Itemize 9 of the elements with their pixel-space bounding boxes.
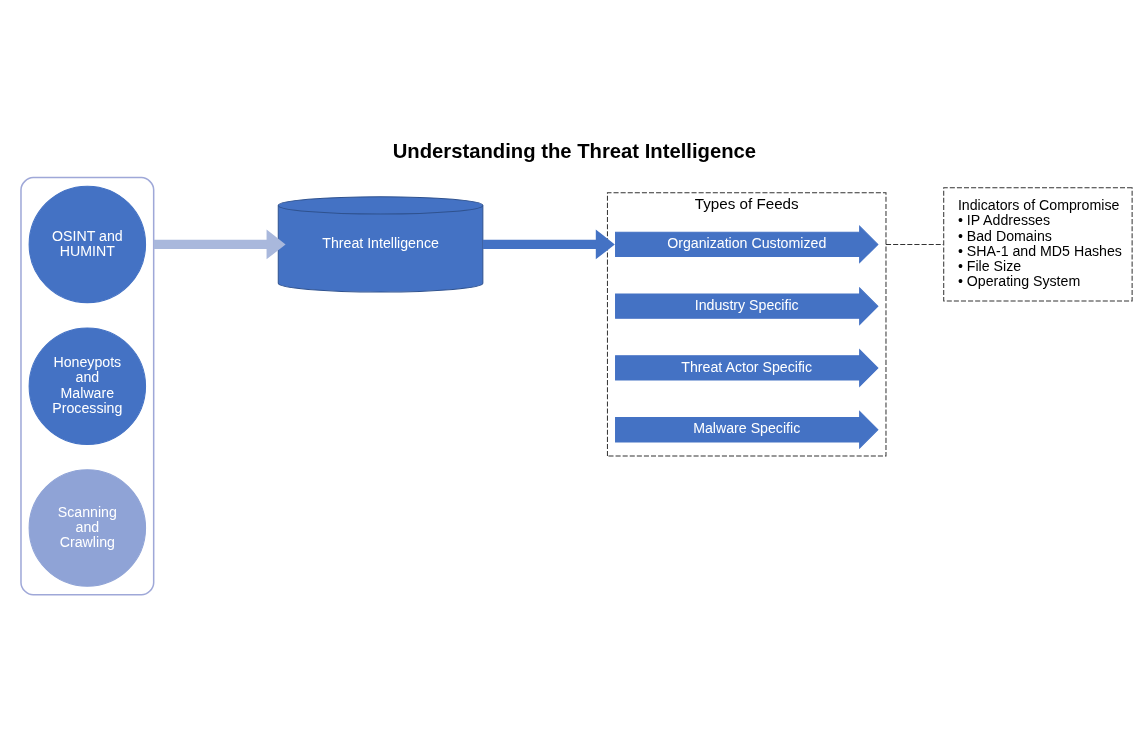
arrow (153, 228, 286, 259)
cluster (20, 176, 155, 596)
node-circle: Scanning and Crawling (28, 468, 147, 587)
connector (885, 243, 944, 245)
node-circle: Honeypots and Malware Processing (28, 326, 147, 445)
arrow (483, 228, 615, 259)
node-circle: OSINT and HUMINT (28, 185, 147, 303)
node-box: Indicators of Compromise • IP Addresses • Bad Domains • SHA-1 and MD5 Hashes • File Size • Operating System (943, 186, 1133, 302)
diagram-title: Understanding the Threat Intelligence (392, 139, 757, 162)
